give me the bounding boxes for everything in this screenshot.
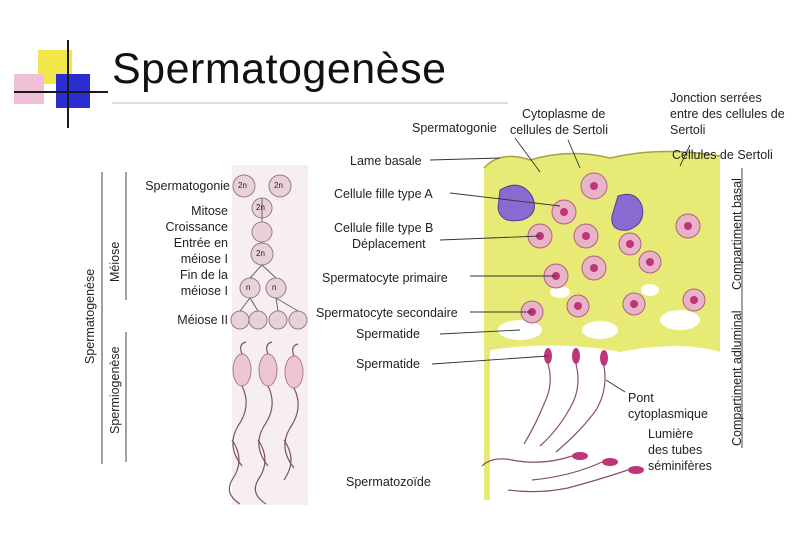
label-mitose: Mitose [150, 203, 228, 219]
label-spermatogonie-top: Spermatogonie [412, 120, 497, 136]
label-deplacement: Déplacement [352, 236, 426, 252]
label-cytoplasme-line2: cellules de Sertoli [510, 122, 608, 138]
label-cellule-a: Cellule fille type A [334, 186, 433, 202]
cell-label: 2n [274, 178, 283, 194]
cell-label: 2n [256, 200, 265, 216]
label-meiose-ii: Méiose II [150, 312, 228, 328]
label-cytoplasme-line1: Cytoplasme de [522, 106, 605, 122]
label-cytoplasmique: cytoplasmique [628, 406, 708, 422]
cell-label: n [272, 280, 276, 296]
vlabel-compartiment-adluminal: Compartiment adluminal [730, 311, 744, 446]
label-jonction-line2: entre des cellules de [670, 106, 785, 122]
cell-label: 2n [256, 246, 265, 262]
label-croissance: Croissance [150, 219, 228, 235]
label-cellules-sertoli: Cellules de Sertoli [672, 147, 773, 163]
vlabel-meiose: Méiose [108, 242, 122, 282]
slide-title: Spermatogenèse [112, 48, 447, 91]
label-meiose-i: méiose I [150, 251, 228, 267]
label-spermatozoide: Spermatozoïde [346, 474, 431, 490]
label-lumiere: Lumière [648, 426, 693, 442]
label-spermatide-2: Spermatide [356, 356, 420, 372]
label-spermatocyte-secondaire: Spermatocyte secondaire [316, 305, 458, 321]
label-cellule-b: Cellule fille type B [334, 220, 433, 236]
label-pont: Pont [628, 390, 654, 406]
label-lame-basale: Lame basale [350, 153, 422, 169]
label-entree-en: Entrée en [150, 235, 228, 251]
vlabel-spermiogenese: Spermiogenèse [108, 346, 122, 434]
left-schematic [229, 165, 308, 505]
label-spermatogonie-left: Spermatogonie [130, 178, 230, 194]
cell-label: n [246, 280, 250, 296]
label-fin-de-la: Fin de la [150, 267, 228, 283]
label-fin-meiose-i: méiose I [150, 283, 228, 299]
label-seminiferes: séminifères [648, 458, 712, 474]
slide-logo [14, 40, 108, 128]
label-des-tubes: des tubes [648, 442, 702, 458]
label-spermatocyte-primaire: Spermatocyte primaire [322, 270, 448, 286]
label-spermatide-1: Spermatide [356, 326, 420, 342]
label-jonction-line1: Jonction serrées [670, 90, 762, 106]
cell-label: 2n [238, 178, 247, 194]
vlabel-spermatogenese: Spermatogenèse [83, 269, 97, 364]
label-jonction-line3: Sertoli [670, 122, 705, 138]
vlabel-compartiment-basal: Compartiment basal [730, 178, 744, 290]
